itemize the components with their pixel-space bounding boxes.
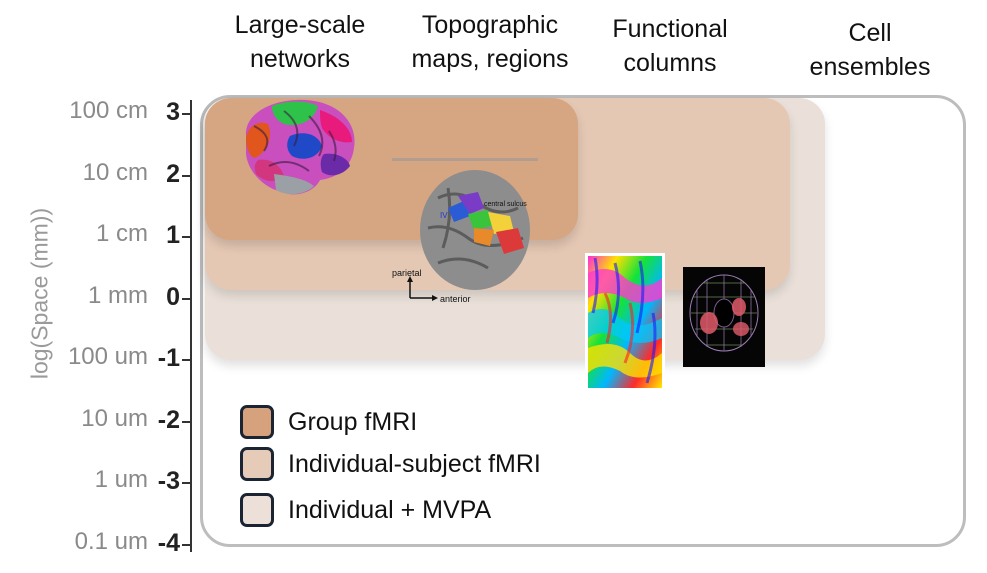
- y-tick-unit: 1 cm: [95, 220, 148, 247]
- y-tick-value: -4: [157, 528, 180, 557]
- legend-swatch: [240, 405, 274, 439]
- map-label-iv: IV: [440, 211, 448, 220]
- legend-label: Individual-subject fMRI: [288, 449, 541, 478]
- y-tick-mark: [182, 236, 192, 238]
- legend-item-individual-mvpa: Individual + MVPA: [240, 490, 491, 530]
- heading-line-1: Cell: [848, 19, 892, 47]
- heading-line-1: Large-scale: [234, 11, 366, 39]
- y-tick-unit: 1 mm: [88, 281, 148, 309]
- legend-label: Individual + MVPA: [288, 495, 492, 524]
- map-label-central-sulcus: central sulcus: [484, 201, 527, 208]
- y-tick-mark: [182, 543, 192, 546]
- cell-ensembles-image: [683, 267, 765, 367]
- heading-line-2: columns: [623, 49, 717, 77]
- y-tick-unit: 0.1 um: [74, 527, 148, 555]
- column-heading-cell-ensembles: Cell ensembles: [790, 16, 950, 84]
- legend-label: Group fMRI: [288, 407, 418, 436]
- heading-line-1: Functional: [612, 15, 728, 43]
- y-tick-value: -1: [157, 344, 180, 372]
- y-tick-mark: [182, 482, 192, 484]
- y-tick-value: 3: [166, 98, 180, 126]
- y-tick-mark: [182, 174, 192, 177]
- axis-label-anterior: anterior: [440, 294, 471, 304]
- y-tick-unit: 10 cm: [82, 158, 148, 186]
- legend-item-group-fmri: Group fMRI: [240, 402, 417, 442]
- y-tick-value: 0: [166, 282, 180, 311]
- legend-item-individual-subject-fmri: Individual-subject fMRI: [240, 444, 541, 484]
- orientation-columns-image: [585, 253, 665, 391]
- column-heading-functional-columns: Functional columns: [590, 12, 750, 80]
- brain-networks-image: [245, 99, 355, 195]
- heading-line-2: ensembles: [809, 53, 931, 81]
- legend-swatch: [240, 447, 274, 481]
- y-tick-unit: 100 cm: [69, 97, 148, 124]
- y-tick-unit: 100 um: [67, 343, 148, 370]
- y-axis-line: [190, 100, 192, 552]
- y-tick-unit: 10 um: [81, 404, 148, 432]
- y-tick-value: -3: [157, 467, 180, 495]
- y-tick-mark: [182, 420, 192, 423]
- topographic-map-header-text: [392, 158, 538, 161]
- y-tick-value: -2: [157, 405, 180, 434]
- heading-line-2: maps, regions: [411, 45, 569, 73]
- y-tick-value: 1: [166, 221, 180, 249]
- heading-line-1: Topographic: [421, 11, 559, 39]
- y-tick-value: 2: [166, 159, 180, 188]
- y-tick-unit: 1 um: [94, 466, 148, 493]
- orientation-axes: parietal anterior: [392, 268, 471, 304]
- column-heading-large-scale-networks: Large-scale networks: [210, 8, 390, 76]
- y-tick-mark: [182, 113, 192, 115]
- legend-swatch: [240, 493, 274, 527]
- axis-label-parietal: parietal: [392, 268, 422, 278]
- column-heading-topographic-maps: Topographic maps, regions: [392, 8, 588, 76]
- y-tick-mark: [182, 297, 192, 300]
- topographic-map-image: IV central sulcus: [420, 170, 530, 290]
- y-tick-mark: [182, 359, 192, 361]
- heading-line-2: networks: [249, 45, 351, 73]
